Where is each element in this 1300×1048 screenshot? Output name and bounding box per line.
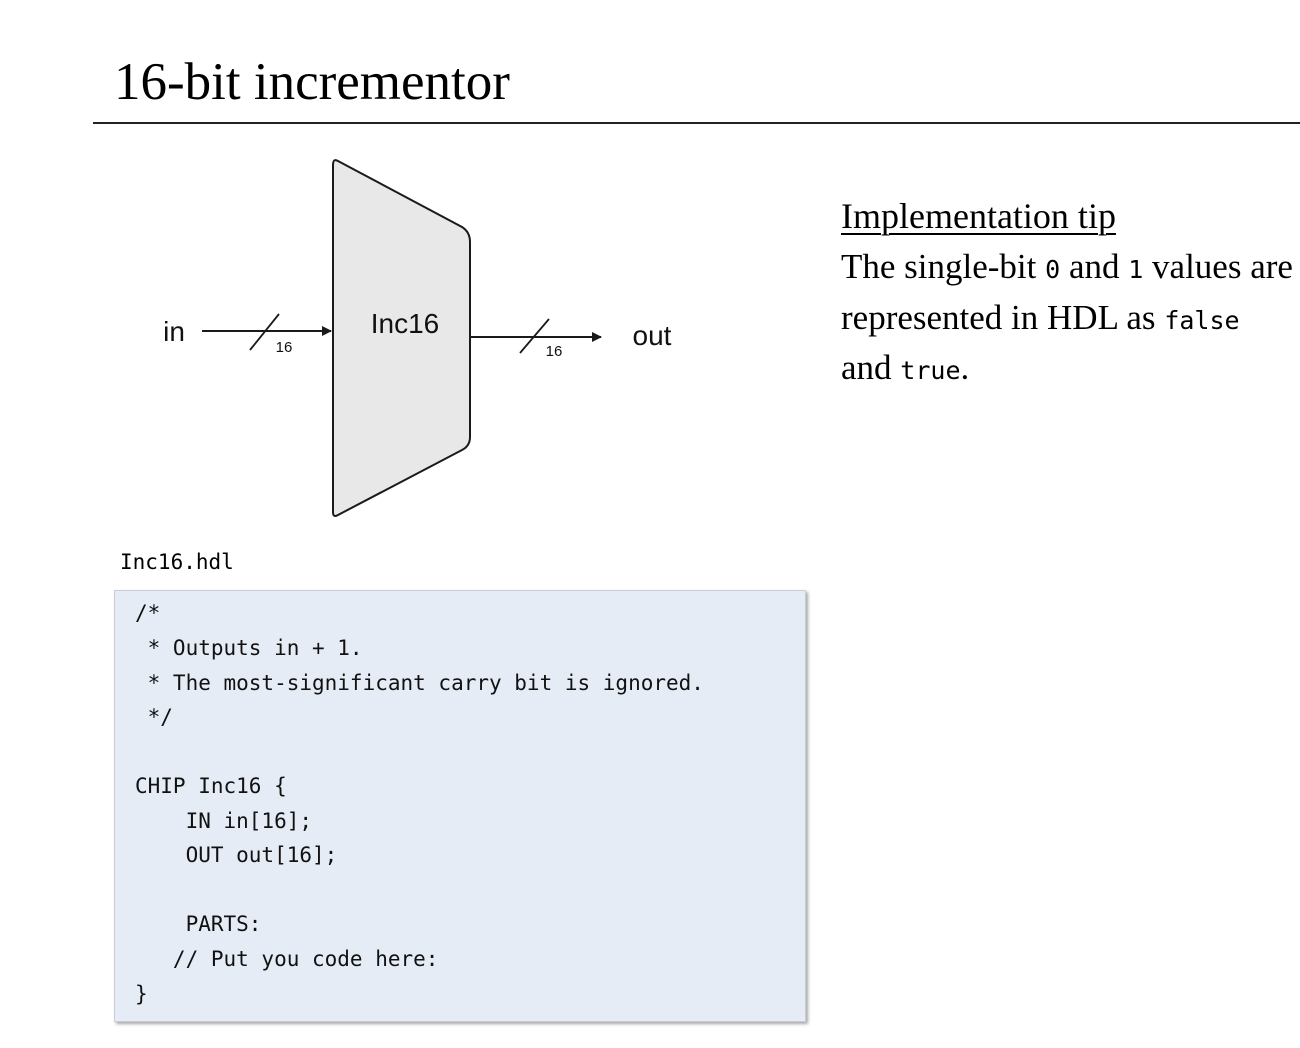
tip-code-zero: 0	[1045, 255, 1061, 284]
tip-code-one: 1	[1128, 255, 1144, 284]
code-file-name: Inc16.hdl	[120, 550, 234, 574]
code-line: IN in[16];	[135, 809, 313, 833]
code-line: * The most-significant carry bit is igno…	[135, 671, 704, 695]
tip-heading: Implementation tip	[841, 196, 1116, 236]
tip-text-5: .	[960, 348, 970, 387]
code-block: /* * Outputs in + 1. * The most-signific…	[114, 590, 806, 1022]
chip-body	[332, 159, 471, 517]
tip-text-3: values are represented in HDL as	[841, 247, 1293, 337]
output-bus-slash	[519, 318, 550, 354]
input-width-label: 16	[276, 339, 293, 356]
slide-title: 16-bit incrementor	[114, 53, 510, 111]
tip-text-2: and	[1060, 247, 1129, 286]
code-line: PARTS:	[135, 912, 262, 936]
input-label: in	[163, 316, 185, 347]
code-line: // Put you code here:	[135, 947, 439, 971]
code-line: CHIP Inc16 {	[135, 774, 287, 798]
code-line: /*	[135, 601, 161, 625]
output-width-label: 16	[546, 343, 563, 360]
code-line: */	[135, 705, 173, 729]
chip-name-label: Inc16	[371, 308, 440, 339]
tip-text-4: and	[841, 348, 901, 387]
tip-code-false: false	[1164, 305, 1240, 335]
code-line: }	[135, 982, 148, 1006]
tip-body: The single-bit 0 and 1 values are repres…	[841, 243, 1296, 395]
code-line: * Outputs in + 1.	[135, 636, 363, 660]
tip-code-true: true	[900, 356, 961, 385]
tip-text-1: The single-bit	[841, 247, 1046, 286]
chip-diagram: Inc16 in 16 16 out	[163, 159, 672, 517]
code-line: OUT out[16];	[135, 843, 338, 867]
input-bus-slash	[249, 313, 280, 351]
title-divider	[93, 122, 1300, 124]
implementation-tip: Implementation tip The single-bit 0 and …	[841, 192, 1296, 395]
output-label: out	[633, 320, 672, 351]
